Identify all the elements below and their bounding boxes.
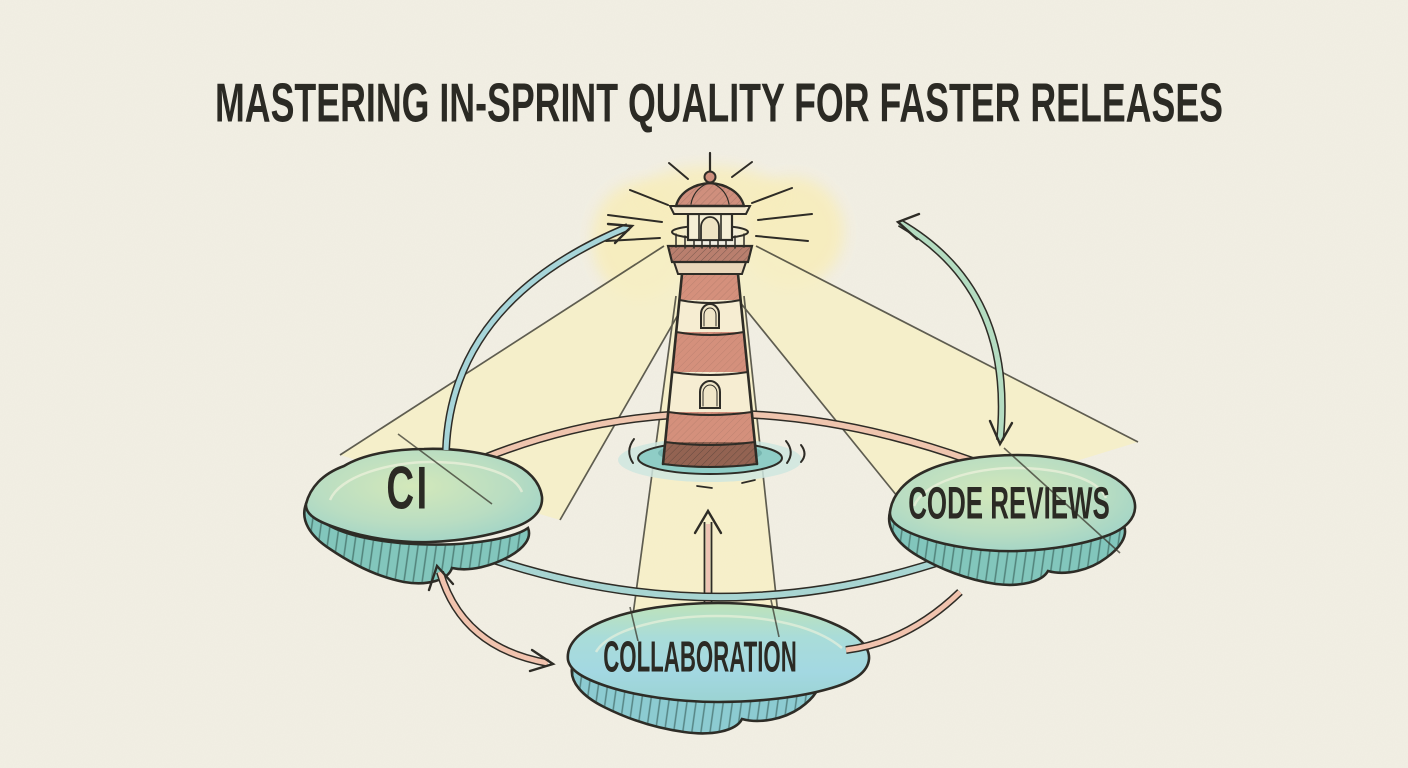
tower-window-upper	[700, 303, 720, 329]
light-rays	[605, 161, 813, 242]
beam-edge-overlays	[397, 433, 1121, 642]
ripple-marks	[628, 438, 806, 464]
beam-to-code-reviews	[722, 246, 1138, 512]
label-code-reviews: CODE REVIEWS	[908, 479, 1110, 530]
lantern-window	[700, 216, 720, 241]
arc-collaboration-code-reviews	[845, 589, 963, 654]
title-text: MASTERING IN-SPRINT QUALITY FOR FASTER R…	[215, 72, 1223, 133]
island-collaboration	[566, 601, 871, 735]
connection-arcs	[427, 212, 1014, 673]
up-arrowhead	[693, 508, 723, 535]
page-title: MASTERING IN-SPRINT QUALITY FOR FASTER R…	[215, 72, 1223, 133]
lantern-room	[666, 151, 754, 275]
tower	[661, 272, 759, 468]
node-labels: CI CODE REVIEWS COLLABORATION	[386, 453, 1109, 681]
arrowhead-to-lighthouse-left	[606, 222, 635, 245]
island-collaboration-surface	[566, 601, 871, 704]
ci-label-text: CI	[386, 453, 429, 521]
island-code-reviews	[887, 453, 1137, 587]
collaboration-label-text: COLLABORATION	[603, 633, 797, 681]
arrowhead-to-code-reviews	[988, 419, 1014, 447]
finial-ball	[703, 170, 717, 184]
island-ci	[303, 447, 544, 585]
arrowhead-to-lighthouse-right	[895, 212, 921, 241]
label-collaboration: COLLABORATION	[603, 633, 797, 681]
arc-collaboration-ci	[427, 563, 556, 673]
arrowhead-to-collaboration	[528, 648, 556, 673]
arc-lighthouse-code-reviews	[895, 212, 1014, 447]
arrowhead-to-ci	[427, 563, 455, 592]
tower-window-lower	[699, 380, 721, 409]
code-reviews-label-text: CODE REVIEWS	[908, 479, 1110, 530]
label-ci: CI	[386, 453, 429, 521]
arc-ci-to-lighthouse	[442, 222, 635, 451]
lighthouse	[605, 151, 813, 489]
